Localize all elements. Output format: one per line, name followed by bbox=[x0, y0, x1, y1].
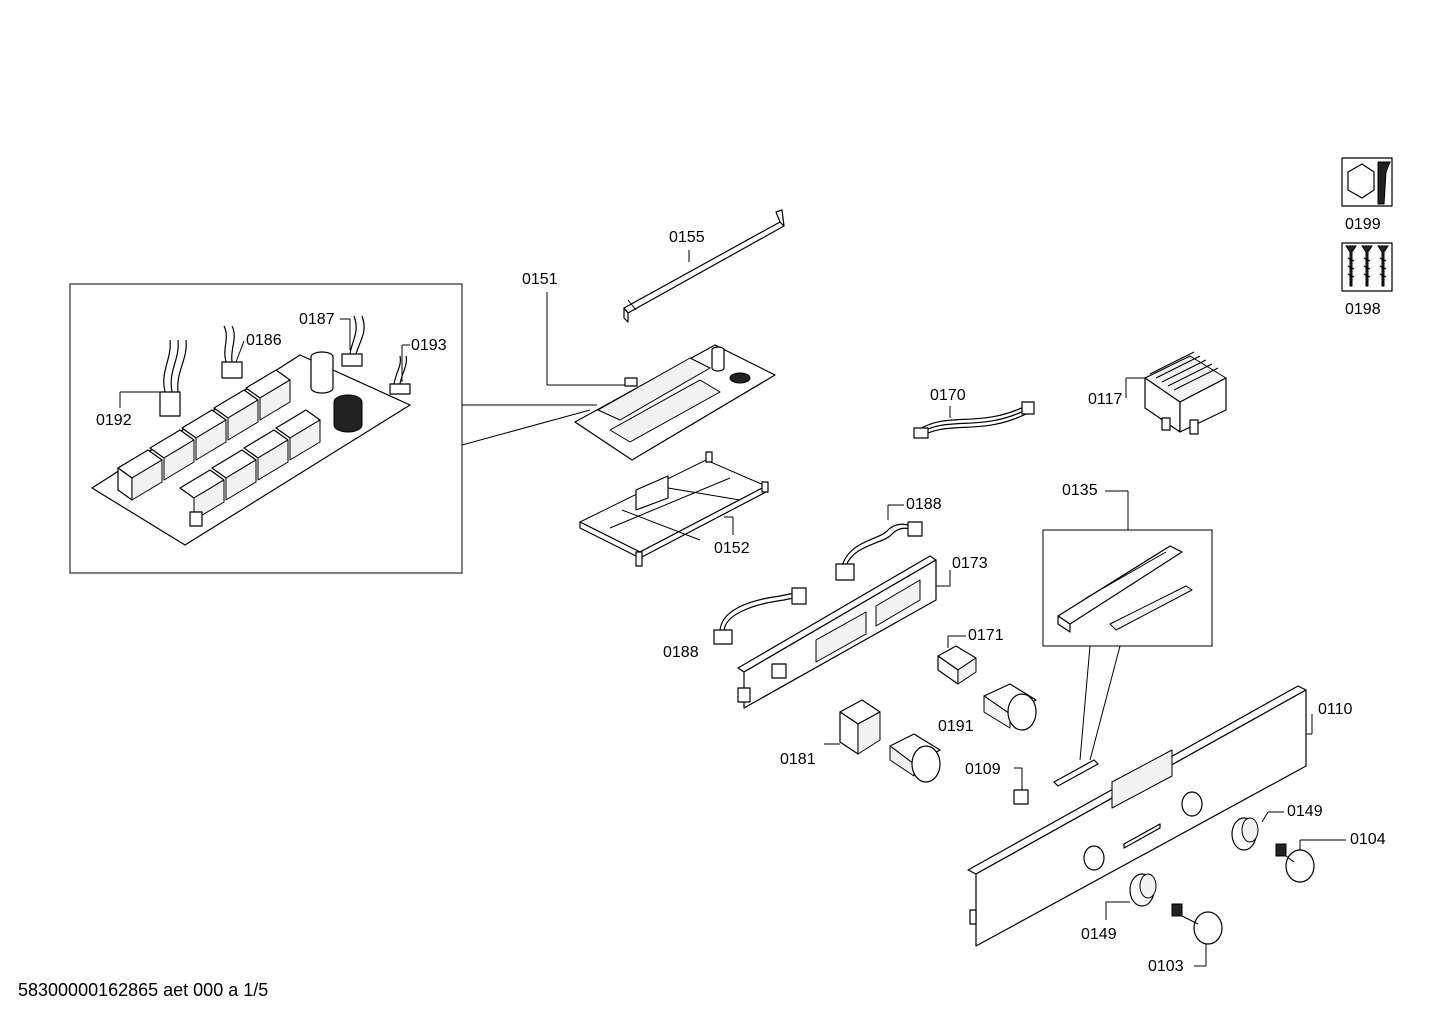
label-0188-lower: 0188 bbox=[663, 644, 699, 661]
label-0149-left: 0149 bbox=[1081, 926, 1117, 943]
control-knob-right bbox=[1275, 843, 1315, 883]
board-carrier-frame bbox=[578, 451, 769, 567]
label-0152: 0152 bbox=[714, 540, 750, 557]
control-front-panel bbox=[967, 685, 1307, 947]
label-0192: 0192 bbox=[96, 412, 132, 429]
heatsink bbox=[1144, 351, 1227, 435]
label-0186: 0186 bbox=[246, 332, 282, 349]
label-0104: 0104 bbox=[1350, 831, 1386, 848]
label-0171: 0171 bbox=[968, 627, 1004, 644]
wrench-nut-icon bbox=[1341, 157, 1393, 207]
label-0198: 0198 bbox=[1345, 301, 1381, 318]
rotary-knob-housing-lower bbox=[889, 733, 941, 783]
selector-switch-upper bbox=[937, 645, 977, 685]
label-0117: 0117 bbox=[1088, 391, 1123, 408]
control-knob-left bbox=[1171, 903, 1223, 945]
connector-cable-upper bbox=[835, 521, 923, 581]
button-strip-callout bbox=[1042, 529, 1213, 761]
label-0187: 0187 bbox=[299, 311, 335, 328]
connector-cable-lower bbox=[713, 587, 807, 645]
mounting-rail bbox=[623, 209, 785, 323]
label-0173: 0173 bbox=[952, 555, 988, 572]
label-0135: 0135 bbox=[1062, 482, 1098, 499]
label-0109: 0109 bbox=[965, 761, 1001, 778]
control-module-frame bbox=[737, 555, 937, 709]
small-clip bbox=[1013, 789, 1029, 805]
label-0170: 0170 bbox=[930, 387, 966, 404]
label-0155: 0155 bbox=[669, 229, 705, 246]
rotary-knob-housing-upper bbox=[983, 683, 1037, 731]
label-0149-right: 0149 bbox=[1287, 803, 1323, 820]
label-0193: 0193 bbox=[411, 337, 447, 354]
knob-ring-left bbox=[1129, 873, 1157, 907]
label-0199: 0199 bbox=[1345, 216, 1381, 233]
knob-ring-right bbox=[1231, 817, 1259, 851]
screws-icon bbox=[1341, 242, 1393, 292]
label-0110: 0110 bbox=[1318, 701, 1353, 718]
selector-switch-lower bbox=[839, 699, 881, 755]
pcb-board-detail bbox=[91, 315, 411, 546]
label-0188-upper: 0188 bbox=[906, 496, 942, 513]
ribbon-cable bbox=[913, 401, 1035, 439]
pcb-board bbox=[574, 344, 776, 461]
pcb-detail-callout bbox=[69, 283, 597, 574]
label-0151: 0151 bbox=[522, 271, 558, 288]
label-0181: 0181 bbox=[780, 751, 816, 768]
label-0191: 0191 bbox=[938, 718, 974, 735]
document-code: 58300000162865 aet 000 a 1/5 bbox=[18, 980, 269, 1000]
label-0103: 0103 bbox=[1148, 958, 1184, 975]
